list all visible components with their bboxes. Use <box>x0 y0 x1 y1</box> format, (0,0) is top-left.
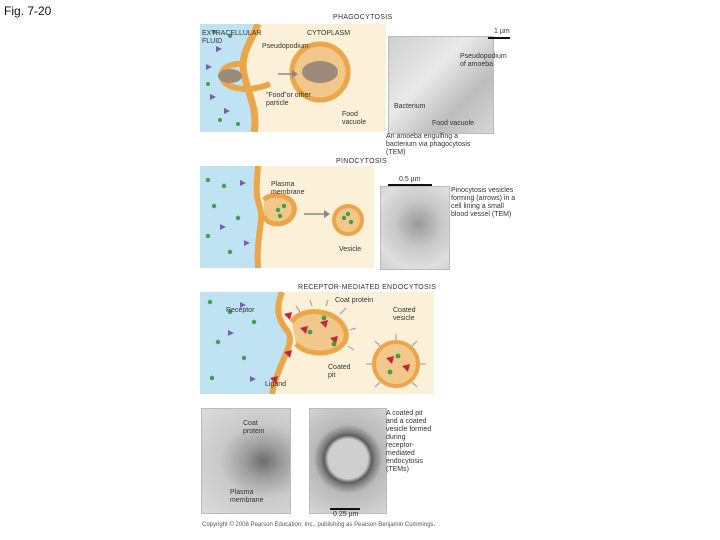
receptor-diagram <box>200 292 434 394</box>
pseudopodium-label: Pseudopodium <box>262 43 309 50</box>
micro-plasma-membrane-label: Plasma membrane <box>230 489 264 504</box>
pinocytosis-micrograph <box>380 186 450 270</box>
phagocytosis-diagram <box>200 24 386 132</box>
coated-pit-label: Coated pit <box>328 364 351 379</box>
extracellular-fluid-label: EXTRACELLULAR FLUID <box>202 30 262 45</box>
coat-protein-label: Coat protein <box>335 297 374 304</box>
cytoplasm-label: CYTOPLASM <box>307 30 351 37</box>
pinocytosis-caption: Pinocytosis vesicles forming (arrows) in… <box>451 187 516 218</box>
plasma-membrane-label: Plasma membrane <box>271 181 305 196</box>
micrograph-pseudopodium-label: Pseudopodium of amoeba <box>460 53 507 68</box>
micro-coat-protein-label: Coat protein <box>243 420 265 435</box>
phagocytosis-caption: An amoeba engulfing a bacterium via phag… <box>386 133 471 156</box>
receptor-label: Receptor <box>226 307 255 314</box>
food-vacuole-label: Food vacuole <box>342 111 367 126</box>
food-particle-label: “Food”or other particle <box>266 92 311 107</box>
pinocytosis-diagram <box>200 166 374 268</box>
pinocytosis-title: PINOCYTOSIS <box>336 158 388 165</box>
figure-label: Fig. 7-20 <box>4 4 52 18</box>
receptor-title: RECEPTOR-MEDIATED ENDOCYTOSIS <box>298 284 437 291</box>
receptor-micrograph-pit <box>201 408 291 514</box>
ligand-label: Ligand <box>265 381 287 388</box>
copyright-notice: Copyright © 2008 Pearson Education, Inc.… <box>202 522 436 528</box>
receptor-micrograph-vesicle <box>309 408 387 514</box>
receptor-scale-bar <box>330 508 360 510</box>
pinocytosis-scale-label: 0.5 µm <box>399 176 421 183</box>
pinocytosis-scale-bar <box>388 184 432 186</box>
phagocytosis-scale-label: 1 µm <box>494 28 510 35</box>
coated-vesicle-label: Coated vesicle <box>393 307 416 322</box>
micrograph-food-vacuole-label: Food vacuole <box>432 120 475 127</box>
vesicle-label: Vesicle <box>339 246 362 253</box>
receptor-scale-label: 0.25 µm <box>333 511 359 518</box>
receptor-caption: A coated pit and a coated vesicle formed… <box>386 410 432 473</box>
micrograph-bacterium-label: Bacterium <box>394 103 426 110</box>
phagocytosis-micrograph <box>388 36 494 134</box>
phagocytosis-scale-bar <box>488 37 510 39</box>
phagocytosis-title: PHAGOCYTOSIS <box>333 14 393 21</box>
